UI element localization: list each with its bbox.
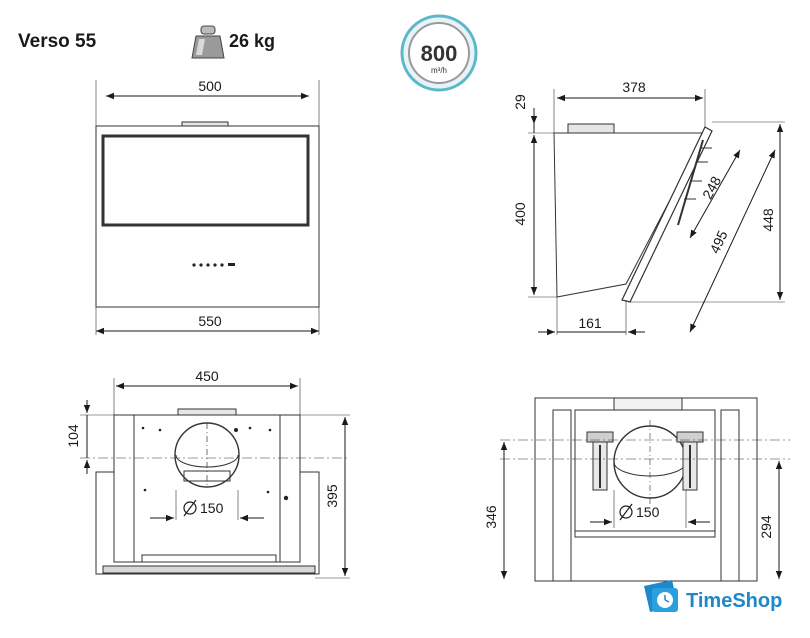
back-view [80, 378, 350, 579]
dim-mount-height-left: 346 [483, 505, 499, 529]
airflow-badge: 800 m³/h [400, 14, 478, 92]
side-view [528, 89, 785, 335]
dim-mount-height-right: 294 [758, 515, 774, 539]
dim-side-total-height: 448 [760, 208, 776, 232]
timeshop-logo-icon [644, 580, 678, 612]
dim-side-glass-short: 248 [699, 173, 724, 201]
dim-back-duct: 150 [200, 500, 224, 516]
dim-side-top-offset: 29 [512, 94, 528, 110]
diameter-icon [183, 499, 197, 517]
dim-side-depth: 378 [622, 79, 646, 95]
dim-line-glass-long [689, 149, 776, 333]
dim-front-top-width: 500 [198, 78, 222, 94]
weight-label: 26 kg [229, 31, 276, 51]
product-title: Verso 55 [18, 31, 97, 52]
control-buttons [192, 263, 235, 267]
front-view [95, 80, 320, 335]
dim-back-width: 450 [195, 368, 219, 384]
airflow-unit: m³/h [431, 66, 447, 75]
airflow-value: 800 [421, 41, 458, 66]
dim-back-height: 395 [324, 484, 340, 508]
dim-back-outlet-offset: 104 [65, 424, 81, 448]
dim-side-height: 400 [512, 202, 528, 226]
weight-icon [191, 25, 225, 59]
mount-bracket-right [676, 431, 704, 491]
dim-side-base-depth: 161 [578, 315, 602, 331]
brand-name: TimeShop [686, 590, 782, 612]
dim-mount-duct: 150 [636, 504, 660, 520]
dim-front-bottom-width: 550 [198, 313, 222, 329]
diameter-icon [619, 503, 633, 521]
mount-view [500, 397, 790, 582]
mount-bracket-left [586, 431, 614, 491]
